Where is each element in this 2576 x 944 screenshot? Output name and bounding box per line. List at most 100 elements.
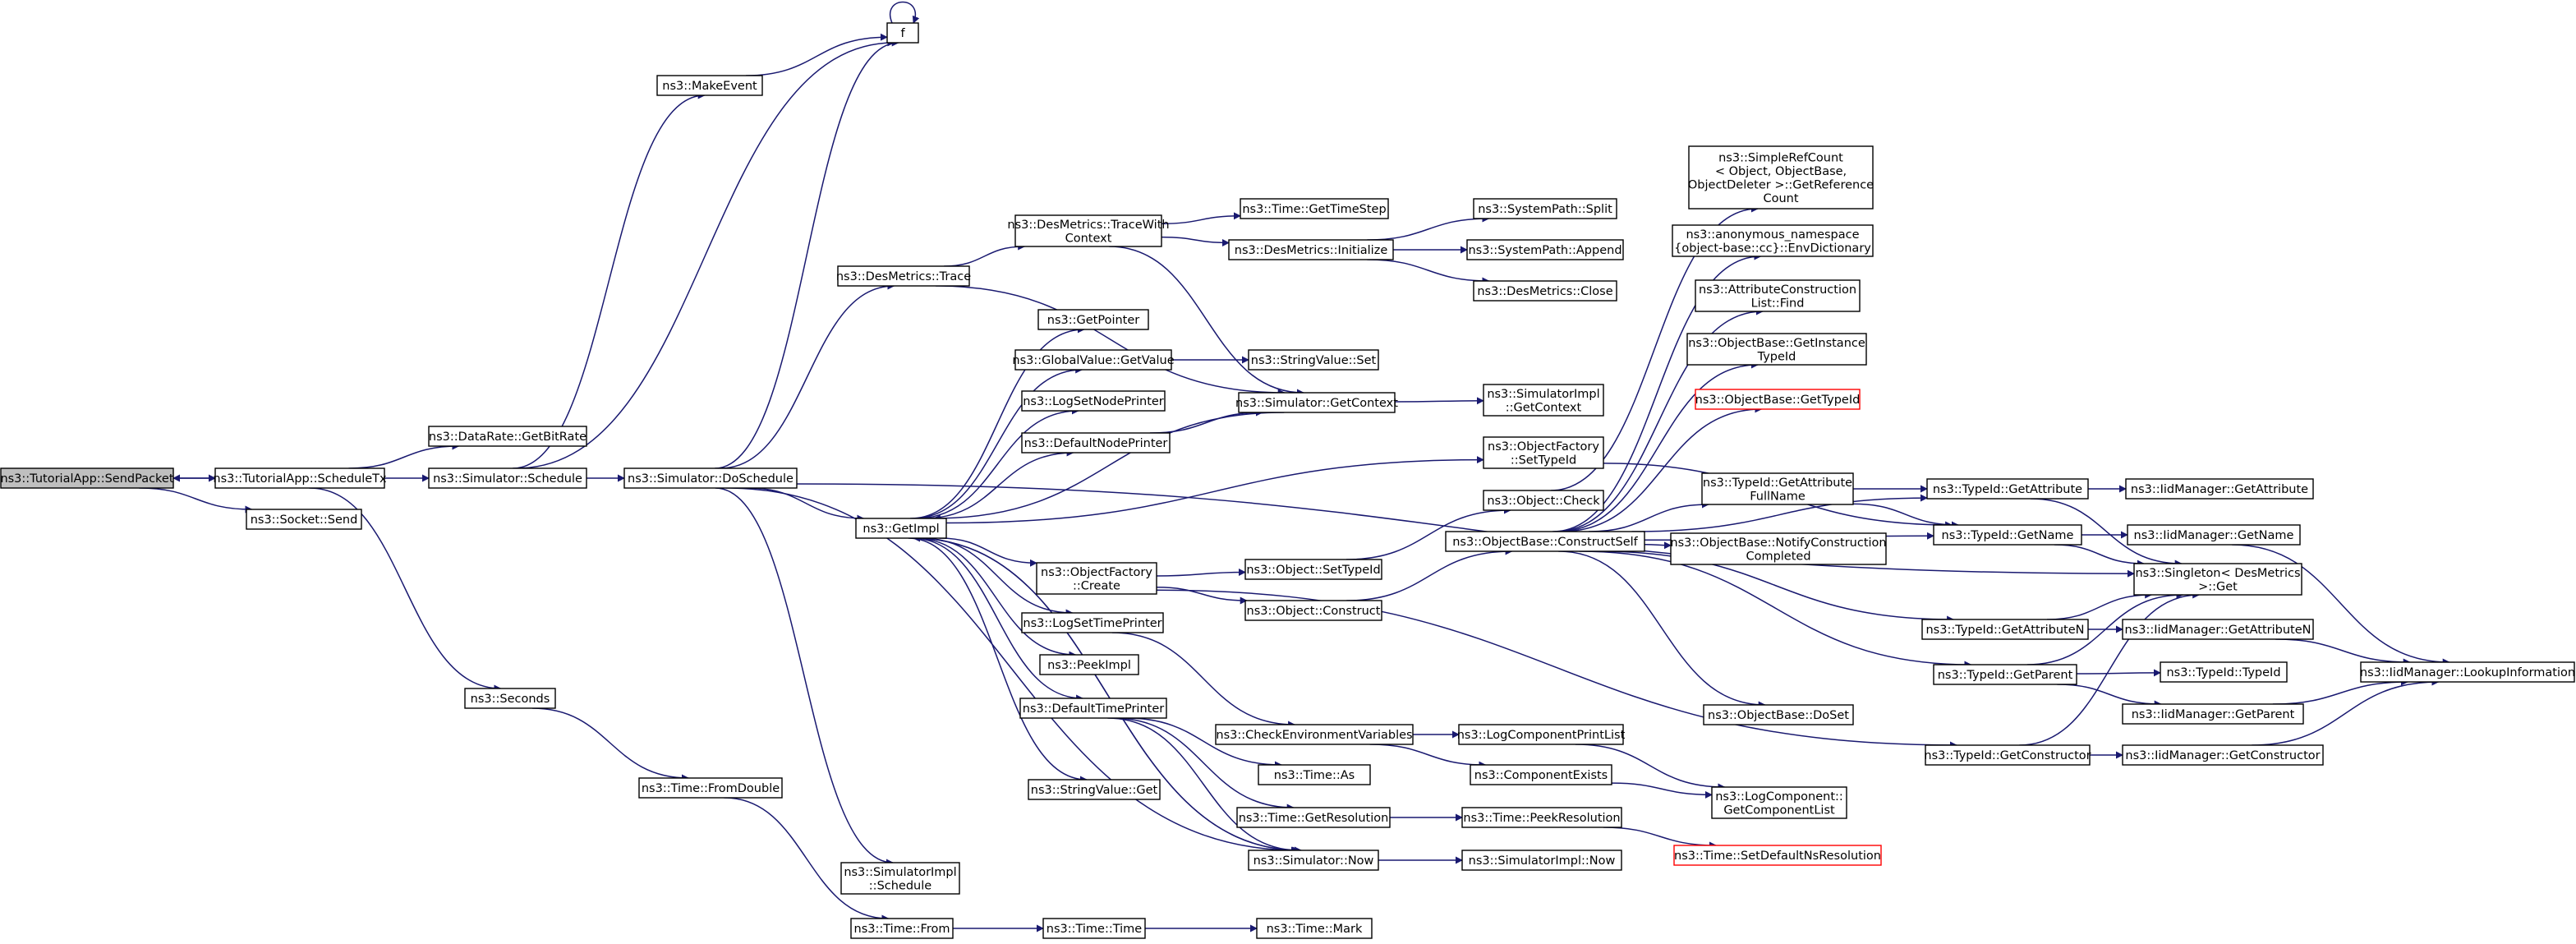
- node-notifyconstruction[interactable]: ns3::ObjectBase::NotifyConstructionCompl…: [1670, 532, 1887, 565]
- node-tidgetname[interactable]: ns3::TypeId::GetName: [1933, 524, 2082, 546]
- node-stringvalueget[interactable]: ns3::StringValue::Get: [1028, 779, 1161, 800]
- node-f[interactable]: f: [886, 22, 919, 44]
- node-dminitialize[interactable]: ns3::DesMetrics::Initialize: [1228, 239, 1394, 260]
- node-implnow[interactable]: ns3::SimulatorImpl::Now: [1461, 850, 1622, 871]
- node-box: [1021, 432, 1171, 454]
- node-fromdouble[interactable]: ns3::Time::FromDouble: [638, 777, 783, 799]
- node-label: ns3::ObjectBase::DoSet: [1708, 709, 1849, 722]
- node-peekresolution[interactable]: ns3::Time::PeekResolution: [1461, 807, 1622, 828]
- edge-constructself-to-tidgetattribute: [1631, 494, 1928, 532]
- node-tidgetconstructor[interactable]: ns3::TypeId::GetConstructor: [1924, 744, 2091, 766]
- node-box: [1670, 532, 1887, 565]
- node-desmetricstrace[interactable]: ns3::DesMetrics::Trace: [836, 265, 971, 287]
- node-sendpacket[interactable]: ns3::TutorialApp::SendPacket: [0, 467, 174, 489]
- node-seconds[interactable]: ns3::Seconds: [464, 688, 556, 709]
- node-scheduletx[interactable]: ns3::TutorialApp::ScheduleTx: [213, 467, 387, 489]
- edge-constructself-to-dosset: [1558, 550, 1766, 709]
- edge-constructself-to-envdictionary: [1552, 252, 1762, 532]
- node-label: ns3::GetPointer: [1047, 314, 1140, 327]
- node-iidgetconstructor[interactable]: ns3::IidManager::GetConstructor: [2122, 744, 2324, 766]
- node-implschedule[interactable]: ns3::SimulatorImpl::Schedule: [840, 862, 960, 895]
- node-stringvalueset[interactable]: ns3::StringValue::Set: [1248, 349, 1379, 371]
- node-label: ns3::Simulator::Now: [1254, 854, 1374, 868]
- node-logsettimeprinter[interactable]: ns3::LogSetTimePrinter: [1021, 612, 1164, 633]
- node-dmclose[interactable]: ns3::DesMetrics::Close: [1473, 280, 1617, 302]
- node-tidgetparent[interactable]: ns3::TypeId::GetParent: [1933, 664, 2077, 685]
- node-tidgetattribute[interactable]: ns3::TypeId::GetAttribute: [1926, 478, 2089, 500]
- node-logsetnodeprinter[interactable]: ns3::LogSetNodePrinter: [1021, 390, 1166, 412]
- node-tidtypeid[interactable]: ns3::TypeId::TypeId: [2160, 661, 2288, 683]
- node-envdictionary[interactable]: ns3::anonymous_namespace{object-base::cc…: [1672, 224, 1874, 257]
- node-obgettypeid[interactable]: ns3::ObjectBase::GetTypeId: [1695, 389, 1861, 410]
- node-tidgetattributen[interactable]: ns3::TypeId::GetAttributeN: [1921, 619, 2089, 640]
- node-logcompprintlist[interactable]: ns3::LogComponentPrintList: [1457, 724, 1626, 745]
- node-setdefaultnsres[interactable]: ns3::Time::SetDefaultNsResolution: [1673, 845, 1882, 866]
- node-objconstruct[interactable]: ns3::Object::Construct: [1244, 600, 1382, 621]
- node-lookupinformation[interactable]: ns3::IidManager::LookupInformation: [2360, 661, 2575, 683]
- node-box: [1458, 724, 1624, 745]
- node-label: ns3::DefaultTimePrinter: [1023, 702, 1164, 716]
- node-implgetcontext[interactable]: ns3::SimulatorImpl::GetContext: [1483, 384, 1604, 417]
- node-dosset[interactable]: ns3::ObjectBase::DoSet: [1703, 704, 1854, 725]
- edge-doschedule-to-simnow: [725, 487, 1299, 854]
- node-label: ns3::DesMetrics::Trace: [836, 270, 971, 283]
- node-defaultnodeprinter[interactable]: ns3::DefaultNodePrinter: [1021, 432, 1171, 454]
- node-defaulttimeprinter[interactable]: ns3::DefaultTimePrinter: [1019, 698, 1167, 719]
- node-iidgetparent[interactable]: ns3::IidManager::GetParent: [2122, 703, 2304, 725]
- node-objcheck[interactable]: ns3::Object::Check: [1483, 490, 1604, 511]
- node-iidgetattributen[interactable]: ns3::IidManager::GetAttributeN: [2122, 619, 2314, 640]
- node-syspathsplit[interactable]: ns3::SystemPath::Split: [1473, 198, 1617, 219]
- node-timemark[interactable]: ns3::Time::Mark: [1256, 918, 1373, 939]
- node-simgetcontext[interactable]: ns3::Simulator::GetContext: [1235, 392, 1398, 413]
- node-gettimestep[interactable]: ns3::Time::GetTimeStep: [1240, 198, 1389, 219]
- node-box: [1466, 239, 1624, 260]
- node-objsettypeid[interactable]: ns3::Object::SetTypeId: [1244, 559, 1382, 580]
- node-iidgetattribute[interactable]: ns3::IidManager::GetAttribute: [2125, 478, 2314, 500]
- node-componentexists[interactable]: ns3::ComponentExists: [1470, 764, 1612, 785]
- node-box: [1244, 600, 1382, 621]
- node-timeas[interactable]: ns3::Time::As: [1258, 764, 1371, 785]
- node-iidgetname[interactable]: ns3::IidManager::GetName: [2127, 524, 2301, 546]
- node-box: [638, 777, 783, 799]
- edge-constructself-to-getinstancetypeid: [1557, 361, 1759, 532]
- node-getcomponentlist[interactable]: ns3::LogComponent::GetComponentList: [1711, 786, 1847, 819]
- edge-tidgetattributen-to-singletonget: [2046, 591, 2153, 620]
- node-gvgetvalue[interactable]: ns3::GlobalValue::GetValue: [1012, 349, 1175, 371]
- node-ofsettypeid[interactable]: ns3::ObjectFactory::SetTypeId: [1483, 436, 1604, 469]
- node-box: [840, 862, 960, 895]
- node-label: ns3::SimulatorImpl::Now: [1469, 854, 1616, 868]
- node-ofcreate[interactable]: ns3::ObjectFactory::Create: [1036, 562, 1157, 595]
- node-box: [246, 509, 362, 530]
- node-getpointer[interactable]: ns3::GetPointer: [1037, 309, 1149, 330]
- edge-sendpacket-to-sockets: [139, 487, 253, 513]
- node-timefrom[interactable]: ns3::Time::From: [850, 918, 954, 939]
- node-getbitrate[interactable]: ns3::DataRate::GetBitRate: [428, 426, 587, 447]
- node-syspathappend[interactable]: ns3::SystemPath::Append: [1466, 239, 1624, 260]
- node-getresolution[interactable]: ns3::Time::GetResolution: [1236, 807, 1391, 828]
- node-getimpl[interactable]: ns3::GetImpl: [855, 518, 947, 539]
- node-label: ns3::TypeId::GetConstructor: [1924, 749, 2091, 762]
- node-singletonget[interactable]: ns3::Singleton< DesMetrics>::Get: [2133, 563, 2302, 596]
- node-label: ns3::ObjectBase::ConstructSelf: [1452, 536, 1638, 549]
- node-label: ::Create: [1073, 579, 1120, 592]
- node-label: ns3::PeekImpl: [1047, 659, 1131, 672]
- node-sockets[interactable]: ns3::Socket::Send: [246, 509, 362, 530]
- node-peekimpl[interactable]: ns3::PeekImpl: [1039, 654, 1139, 675]
- node-doschedule[interactable]: ns3::Simulator::DoSchedule: [623, 467, 798, 489]
- edge-doschedule-to-getimpl: [748, 487, 865, 523]
- node-checkenv[interactable]: ns3::CheckEnvironmentVariables: [1215, 724, 1414, 745]
- edge-objsettypeid-to-objcheck: [1346, 506, 1511, 560]
- node-timetime[interactable]: ns3::Time::Time: [1042, 918, 1146, 939]
- node-box: [428, 467, 587, 489]
- node-constructself[interactable]: ns3::ObjectBase::ConstructSelf: [1445, 531, 1645, 552]
- node-simplerefcount[interactable]: ns3::SimpleRefCount< Object, ObjectBase,…: [1688, 145, 1874, 210]
- node-simschedule[interactable]: ns3::Simulator::Schedule: [428, 467, 587, 489]
- node-label: ns3::Object::SetTypeId: [1246, 564, 1380, 577]
- edge-doschedule-to-implschedule: [715, 487, 894, 867]
- node-simnow[interactable]: ns3::Simulator::Now: [1248, 850, 1379, 871]
- node-makeevent[interactable]: ns3::MakeEvent: [656, 75, 763, 96]
